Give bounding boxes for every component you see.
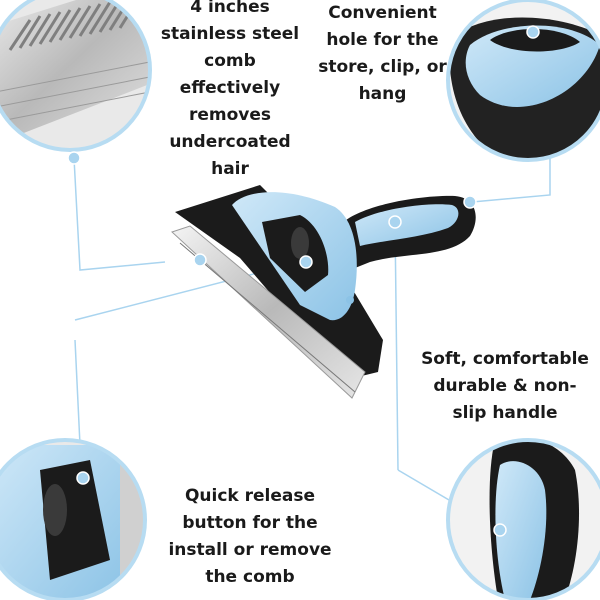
caption-line: hang [358,84,407,104]
caption-line: hair [211,159,249,179]
caption-line: button for the [182,513,318,533]
caption-line: stainless steel [160,24,300,44]
tool-comb [171,225,366,399]
caption-line: hole for the [326,30,439,50]
caption-hole: Convenient hole for the store, clip, or … [315,0,450,108]
caption-handle: Soft, comfortable durable & non- slip ha… [405,346,600,427]
button-closeup-callout [0,438,147,600]
caption-line: effectively [179,78,281,98]
leader-line-comb [73,157,166,271]
handle-closeup-callout [446,438,600,600]
caption-line: the comb [205,567,295,587]
caption-comb: 4 inches stainless steel comb effectivel… [130,0,330,183]
caption-line: 4 inches [190,0,270,17]
caption-line: Convenient [328,3,437,23]
caption-line: slip handle [452,403,558,423]
caption-button: Quick release button for the install or … [150,483,350,591]
caption-line: install or remove [168,540,332,560]
caption-line: durable & non- [433,376,577,396]
caption-line: removes [188,105,272,125]
deshedding-tool [171,185,477,399]
tool-head [175,185,383,380]
caption-line: store, clip, or [318,57,447,77]
leader-line-handle [394,221,399,471]
comb-closeup-callout [0,0,152,165]
hole-closeup-callout [446,0,600,162]
leader-line-button-zoom [74,339,81,446]
caption-line: comb [204,51,256,71]
caption-line: undercoated [169,132,291,152]
caption-line: Quick release [184,486,316,506]
caption-line: Soft, comfortable [421,349,589,369]
